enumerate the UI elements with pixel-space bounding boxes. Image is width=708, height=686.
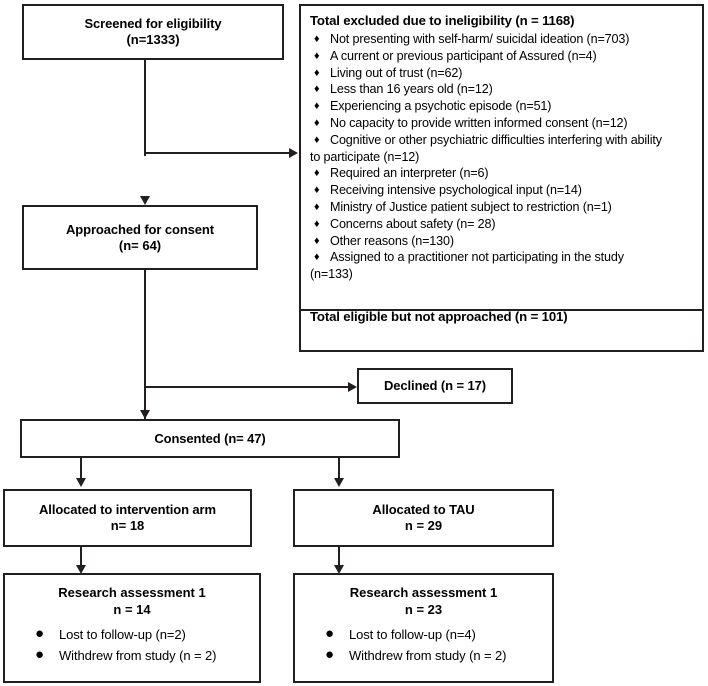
diamond-bullet-icon: ♦ (314, 167, 320, 180)
exclusion-reason-item: ♦Other reasons (n=130) (314, 233, 454, 248)
assessment-tau-count: n = 23 (404, 602, 443, 617)
arrowhead-to-intervention (76, 478, 86, 487)
connector-approached-to-declined (144, 386, 349, 388)
allocated-intervention-title: Allocated to intervention arm (39, 502, 216, 517)
diamond-bullet-icon: ♦ (314, 234, 320, 247)
diamond-bullet-icon: ♦ (314, 200, 320, 213)
screened-title: Screened for eligibility (84, 16, 222, 31)
diamond-bullet-icon: ♦ (314, 83, 320, 96)
assessment-list-item: ●Lost to follow-up (n=2) (35, 625, 186, 642)
assessment-list-item: ●Withdrew from study (n = 2) (325, 646, 507, 663)
allocated-intervention-count: n= 18 (110, 518, 145, 533)
research-assessment-intervention-box: Research assessment 1 n = 14 ●Lost to fo… (3, 573, 261, 683)
approached-for-consent-box: Approached for consent (n= 64) (22, 205, 258, 270)
connector-approached-down (144, 270, 146, 421)
allocated-tau-box: Allocated to TAU n = 29 (293, 489, 554, 547)
exclusion-reason-item: ♦Cognitive or other psychiatric difficul… (314, 132, 662, 147)
connector-consented-to-tau (338, 458, 340, 481)
connector-screened-down (144, 60, 146, 156)
exclusion-reason-list: ♦Not presenting with self-harm/ suicidal… (310, 31, 694, 283)
exclusion-footer: Total eligible but not approached (n = 1… (310, 309, 568, 324)
arrowhead-to-assessment-tau (334, 565, 344, 574)
assessment-intervention-count: n = 14 (113, 602, 151, 617)
research-assessment-tau-box: Research assessment 1 n = 23 ●Lost to fo… (293, 573, 554, 683)
assessment-intervention-title: Research assessment 1 (58, 585, 206, 600)
exclusion-reason-item: ♦Less than 16 years old (n=12) (314, 82, 493, 97)
diamond-bullet-icon: ♦ (314, 133, 320, 146)
arrowhead-to-tau (334, 478, 344, 487)
exclusion-reason-item: (n=133) (310, 267, 353, 282)
connector-consented-to-intervention (80, 458, 82, 481)
exclusion-reason-item: ♦Concerns about safety (n= 28) (314, 216, 496, 231)
screened-count: (n=1333) (126, 32, 180, 47)
exclusion-reason-item: ♦No capacity to provide written informed… (314, 115, 628, 130)
arrowhead-to-approached (140, 196, 150, 205)
arrowhead-to-declined (348, 382, 357, 392)
round-bullet-icon: ● (35, 646, 44, 663)
exclusion-top-section: Total excluded due to ineligibility (n =… (301, 6, 702, 289)
diamond-bullet-icon: ♦ (314, 116, 320, 129)
diamond-bullet-icon: ♦ (314, 217, 320, 230)
exclusion-reason-item: ♦A current or previous participant of As… (314, 48, 597, 63)
approached-count: (n= 64) (118, 237, 162, 253)
connector-screened-to-exclusion (144, 152, 290, 154)
connector-intervention-to-assessment (80, 547, 82, 569)
declined-label: Declined (n = 17) (384, 378, 486, 393)
assessment-list-item: ●Withdrew from study (n = 2) (35, 646, 217, 663)
exclusion-reason-item: ♦Required an interpreter (n=6) (314, 166, 489, 181)
round-bullet-icon: ● (35, 625, 44, 642)
diamond-bullet-icon: ♦ (314, 100, 320, 113)
consented-box: Consented (n= 47) (20, 419, 400, 458)
arrowhead-to-assessment-intervention (76, 565, 86, 574)
declined-box: Declined (n = 17) (357, 368, 513, 404)
arrowhead-to-exclusion (289, 148, 298, 158)
allocated-tau-title: Allocated to TAU (372, 502, 475, 517)
exclusion-reason-item: ♦Ministry of Justice patient subject to … (314, 199, 612, 214)
exclusion-reason-item: ♦Assigned to a practitioner not particip… (314, 250, 624, 265)
assessment-tau-title: Research assessment 1 (349, 585, 498, 600)
exclusion-panel: Total excluded due to ineligibility (n =… (299, 4, 704, 352)
diamond-bullet-icon: ♦ (314, 251, 320, 264)
consented-label: Consented (n= 47) (154, 430, 266, 446)
arrowhead-to-consented (140, 410, 150, 419)
round-bullet-icon: ● (325, 646, 334, 663)
allocated-intervention-box: Allocated to intervention arm n= 18 (3, 489, 252, 547)
assessment-tau-list: ●Lost to follow-up (n=4) ●Withdrew from s… (299, 624, 548, 666)
exclusion-reason-item: ♦Living out of trust (n=62) (314, 65, 463, 80)
diamond-bullet-icon: ♦ (314, 184, 320, 197)
exclusion-reason-item: ♦Experiencing a psychotic episode (n=51) (314, 99, 552, 114)
round-bullet-icon: ● (325, 625, 334, 642)
exclusion-reason-item: to participate (n=12) (310, 149, 420, 164)
diamond-bullet-icon: ♦ (314, 33, 320, 45)
screened-for-eligibility-box: Screened for eligibility (n=1333) (22, 4, 284, 60)
exclusion-divider (301, 309, 702, 311)
exclusion-reason-item: ♦Receiving intensive psychological input… (314, 183, 582, 198)
exclusion-reason-item: ♦Not presenting with self-harm/ suicidal… (314, 32, 630, 46)
exclusion-heading: Total excluded due to ineligibility (n =… (310, 13, 575, 28)
diamond-bullet-icon: ♦ (314, 49, 320, 62)
assessment-intervention-list: ●Lost to follow-up (n=2) ●Withdrew from s… (9, 624, 255, 666)
connector-tau-to-assessment (338, 547, 340, 569)
allocated-tau-count: n = 29 (404, 518, 443, 533)
diamond-bullet-icon: ♦ (314, 66, 320, 79)
approached-title: Approached for consent (65, 221, 215, 237)
assessment-list-item: ●Lost to follow-up (n=4) (325, 625, 476, 642)
